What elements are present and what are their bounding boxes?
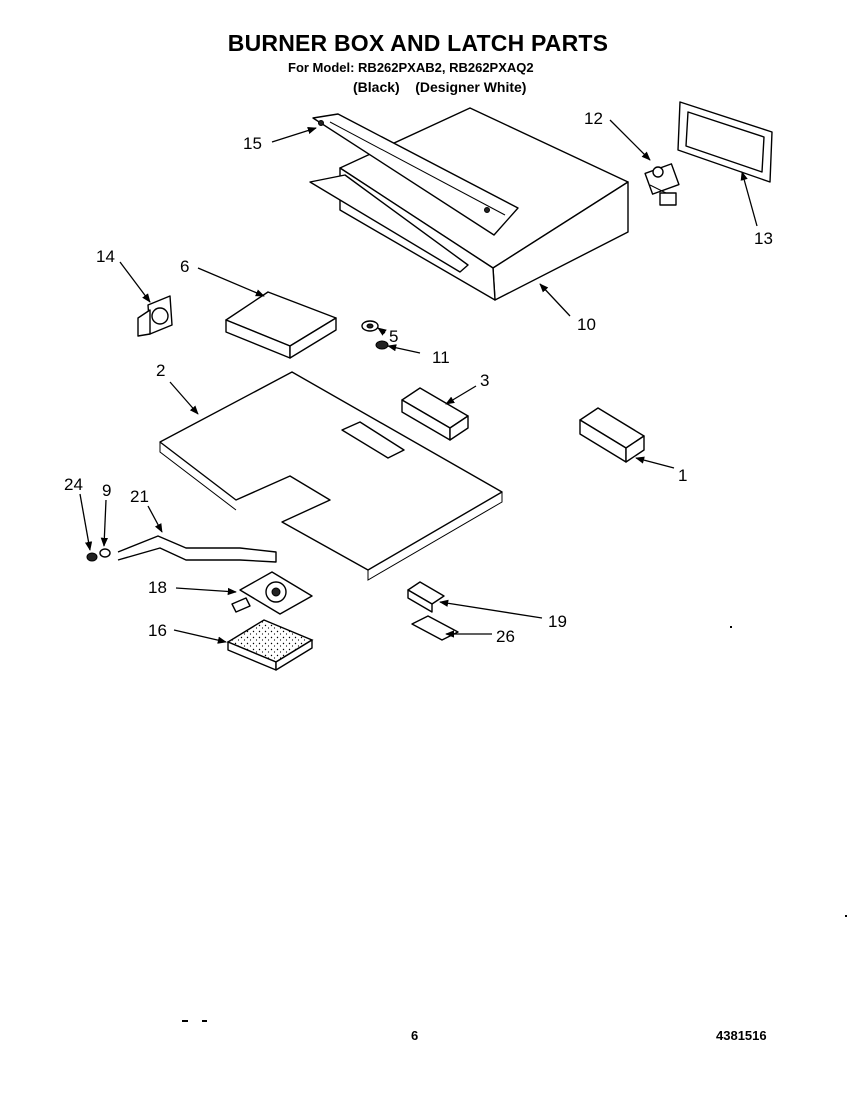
- scan-marks: [182, 626, 847, 1022]
- callout-19: 19: [548, 612, 567, 631]
- callout-9: 9: [102, 481, 111, 500]
- model-line: For Model: RB262PXAB2, RB262PXAQ2: [288, 60, 534, 75]
- part-24-clip: [86, 552, 98, 562]
- callout-3: 3: [480, 371, 489, 390]
- color-variants: (Black) (Designer White): [353, 79, 527, 95]
- callout-15: 15: [243, 134, 262, 153]
- part-2-base-panel: [159, 371, 503, 581]
- part-5-nut: [361, 320, 379, 332]
- part-21-latch-rod: [117, 535, 277, 563]
- callout-2: 2: [156, 361, 165, 380]
- part-15-bracket: [312, 113, 519, 236]
- callout-5: 5: [389, 327, 398, 346]
- part-3-latch-block: [401, 387, 469, 441]
- callout-13: 13: [754, 229, 773, 248]
- part-19-switch: [407, 581, 445, 613]
- callout-labels: 15 12 13 14 6 10 5 11 3 2 1 24 9 21 18 1…: [64, 109, 773, 646]
- callout-24: 24: [64, 475, 83, 494]
- part-16-pad: [226, 619, 314, 671]
- callout-12: 12: [584, 109, 603, 128]
- leader-lines: [79, 119, 758, 644]
- document-code: 4381516: [716, 1028, 767, 1043]
- part-11-fitting: [375, 340, 389, 350]
- callout-21: 21: [130, 487, 149, 506]
- callout-1: 1: [678, 466, 687, 485]
- part-18-latch-assembly: [231, 571, 313, 615]
- callout-18: 18: [148, 578, 167, 597]
- part-26-plate: [411, 615, 459, 641]
- page-title: BURNER BOX AND LATCH PARTS: [227, 30, 609, 56]
- page-number: 6: [411, 1028, 419, 1043]
- part-12-valve: [644, 163, 680, 206]
- part-13-frame: [677, 101, 773, 183]
- part-9-clip: [99, 548, 111, 558]
- callout-26: 26: [496, 627, 515, 646]
- part-1-block: [579, 407, 645, 463]
- part-10-burner-box-cover: [309, 107, 629, 301]
- part-6-box: [225, 291, 337, 359]
- callout-11: 11: [432, 348, 450, 367]
- part-14-bracket: [137, 295, 173, 337]
- callout-10: 10: [577, 315, 596, 334]
- callout-16: 16: [148, 621, 167, 640]
- callout-6: 6: [180, 257, 189, 276]
- callout-14: 14: [96, 247, 115, 266]
